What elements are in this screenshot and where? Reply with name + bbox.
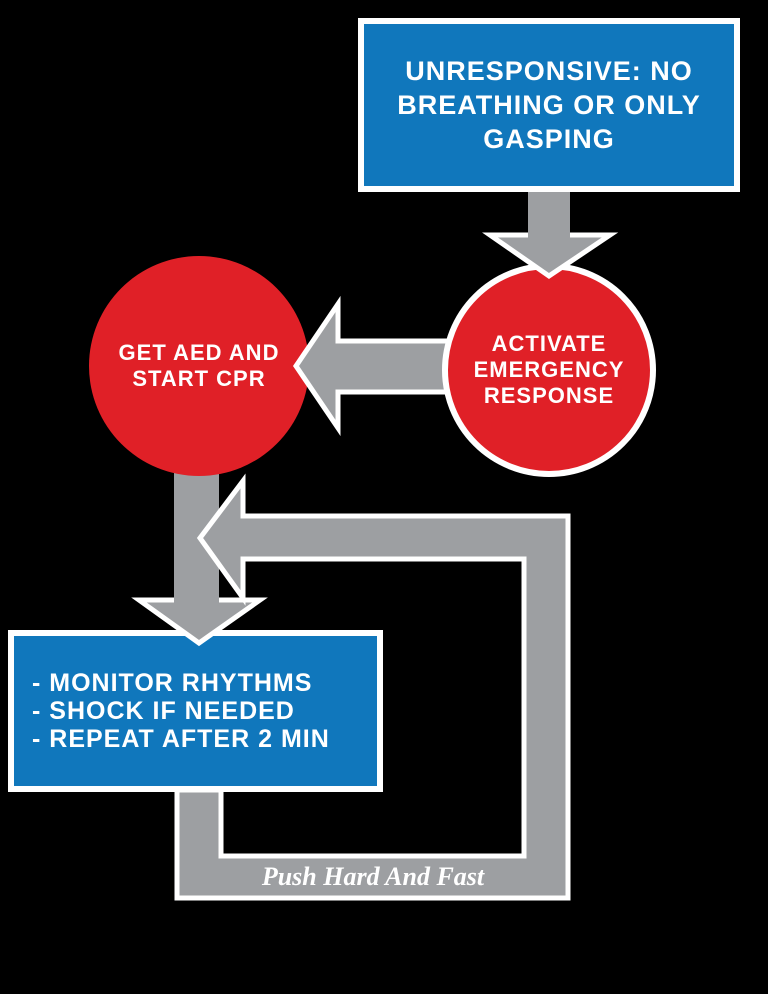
label-line: GASPING — [483, 124, 615, 154]
label-line: UNRESPONSIVE: NO — [405, 56, 693, 86]
label-line: Push Hard And Fast — [261, 862, 485, 891]
label-line: START CPR — [132, 366, 266, 391]
node-monitor-label: - MONITOR RHYTHMS - SHOCK IF NEEDED - RE… — [32, 669, 377, 753]
unresponsive-to-activate-arrow — [482, 190, 619, 280]
label-line: - SHOCK IF NEEDED — [32, 697, 295, 725]
label-line: BREATHING OR ONLY — [397, 90, 701, 120]
get-aed-circle-shape — [89, 256, 309, 476]
label-line: GET AED AND — [118, 340, 280, 365]
label-line: RESPONSE — [483, 383, 615, 408]
label-line: - MONITOR RHYTHMS — [32, 669, 313, 697]
loop-label: Push Hard And Fast — [172, 860, 574, 894]
label-line: - REPEAT AFTER 2 MIN — [32, 725, 330, 753]
node-activate-label: ACTIVATE EMERGENCY RESPONSE — [449, 331, 649, 409]
monitor-box-shape — [8, 630, 383, 792]
label-line: EMERGENCY — [473, 357, 625, 382]
label-line: ACTIVATE — [491, 331, 607, 356]
unresponsive-box-shape — [358, 18, 740, 192]
node-get-aed-label: GET AED AND START CPR — [99, 340, 299, 392]
repeat-loop-arrow — [174, 473, 571, 901]
node-unresponsive-label: UNRESPONSIVE: NO BREATHING OR ONLY GASPI… — [364, 24, 734, 186]
cpr-to-monitor-arrow — [131, 455, 268, 647]
